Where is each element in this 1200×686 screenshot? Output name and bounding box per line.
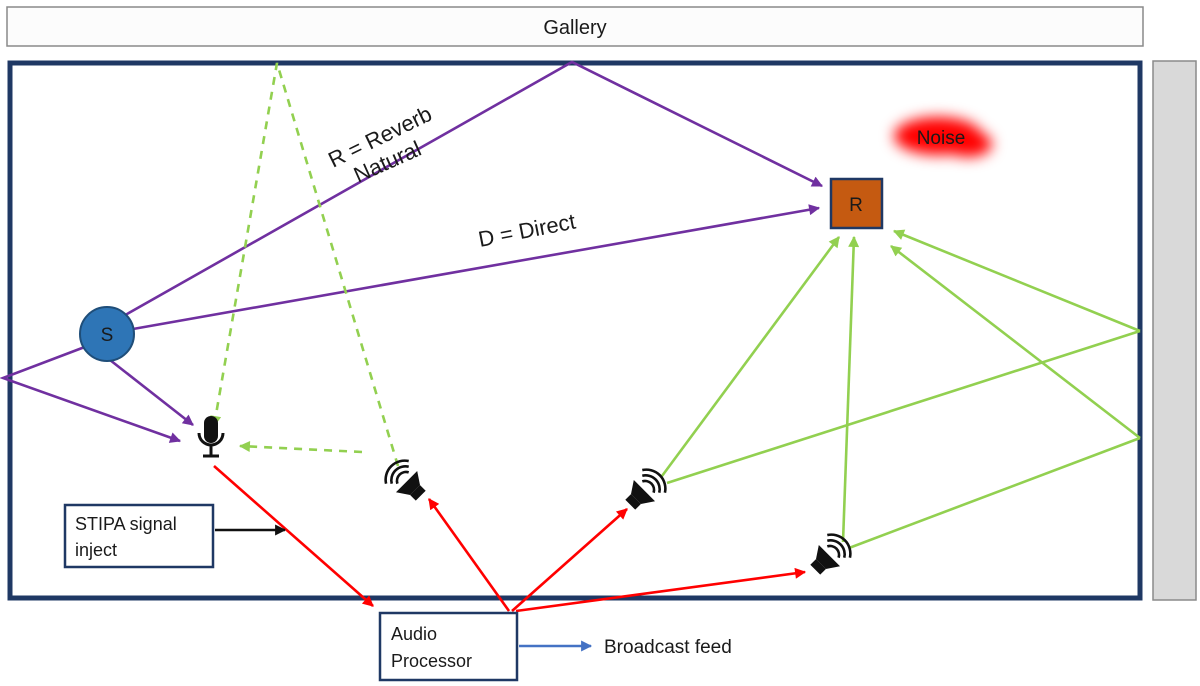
signal-processor-speaker2 [511,508,628,612]
receiver-label: R [849,195,863,216]
gallery-title: Gallery [543,17,606,39]
path-source-microphone [109,358,194,427]
source-label: S [101,325,114,346]
stipa-box-line1: STIPA signal [75,514,177,534]
noise-source: Noise [894,117,992,157]
source-node: S [79,306,135,362]
audio-processor-line1: Audio [391,624,437,644]
path-speaker1-microphone-direct [238,440,363,454]
stipa-box-line2: inject [75,540,117,560]
stipa-box: STIPA signal inject [63,503,215,569]
natural-sound-paths [0,60,823,443]
microphone-icon [197,416,225,458]
stipa-box-rect [63,503,215,569]
path-speaker1-ceiling-microphone [210,62,400,467]
signal-processor-speaker3 [515,567,807,613]
path-speaker2-receiver [660,236,841,477]
path-source-wall-microphone [0,343,182,443]
gallery-header-box [6,6,1144,47]
speaker-to-mic-paths [210,62,400,467]
path-speaker3-receiver [841,235,860,543]
reverb-path-source-ceiling-receiver [119,60,823,320]
path-speaker3-rightwall [848,436,1141,550]
signal-processor-speaker1 [427,498,511,612]
audio-processor-rect [378,611,519,682]
broadcast-feed-label: Broadcast feed [604,637,732,658]
noise-label: Noise [917,128,966,149]
gallery-header: Gallery [6,6,1144,47]
noise-blob-2 [944,131,992,157]
receiver-square [829,177,884,230]
path-rightwall-receiver-upper [892,229,1141,333]
signal-paths [213,465,807,613]
signal-microphone-processor [213,465,374,607]
receiver-node: R [829,177,884,230]
speaker-to-receiver-paths [660,229,1141,550]
audio-processor-line2: Processor [391,651,472,671]
side-panel [1152,60,1197,601]
path-rightwall-receiver-lower [890,244,1141,440]
source-circle [79,306,135,362]
path-speaker2-rightwall [666,329,1141,485]
audio-processor-box: Audio Processor [378,611,519,682]
direct-path-source-receiver [132,204,821,331]
